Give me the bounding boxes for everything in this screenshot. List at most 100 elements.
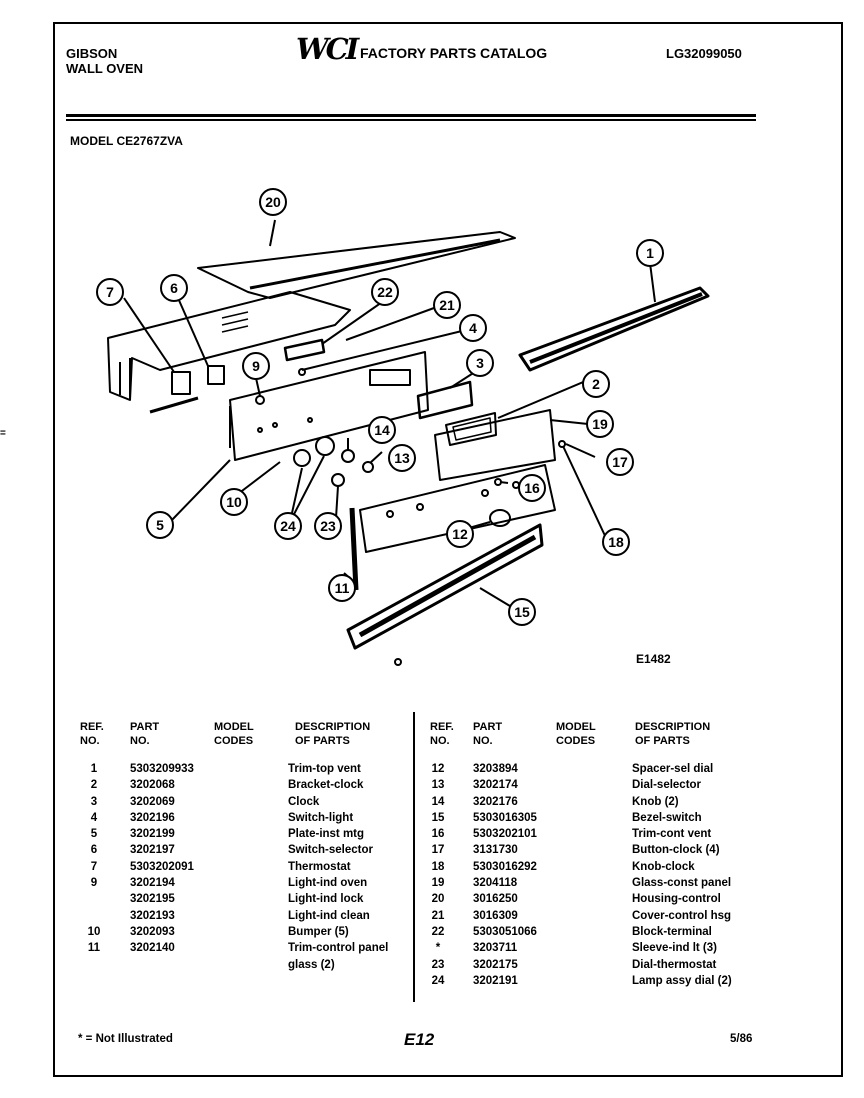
ref-no-cell: 4 bbox=[90, 811, 98, 824]
part-lamp-assy-dial bbox=[293, 449, 311, 467]
svg-text:7: 7 bbox=[106, 284, 114, 300]
part-no-cell: 3204118 bbox=[473, 877, 518, 890]
ref-no-cell: 12 bbox=[431, 763, 445, 775]
callout-20: 21 bbox=[433, 291, 461, 319]
callout-22: 22 bbox=[371, 278, 399, 306]
ref-no-cell: 10 bbox=[87, 925, 101, 938]
part-no-cell: 3202195 bbox=[130, 893, 175, 906]
part-button-clock bbox=[558, 440, 566, 448]
ref-no-cell: 18 bbox=[431, 860, 445, 873]
callout-6: 6 bbox=[160, 274, 188, 302]
callout-13: 14 bbox=[368, 416, 396, 444]
description-cell: Switch-light bbox=[288, 811, 354, 824]
part-spacer-sel-dial bbox=[362, 461, 374, 473]
description-cell: Sleeve-ind lt (3) bbox=[632, 942, 717, 955]
description-cell: Switch-selector bbox=[288, 844, 373, 857]
page-frame bbox=[53, 22, 843, 1077]
part-light-ind bbox=[255, 395, 265, 405]
callout-15: 16 bbox=[518, 474, 546, 502]
callout-24: 24 bbox=[274, 512, 302, 540]
callout-16: 17 bbox=[606, 448, 634, 476]
svg-text:14: 14 bbox=[374, 422, 390, 438]
svg-text:2: 2 bbox=[592, 376, 600, 392]
ref-no-cell: 3 bbox=[90, 795, 98, 808]
part-no-cell: 3202193 bbox=[130, 909, 175, 922]
part-no-cell: 3202197 bbox=[130, 844, 175, 857]
part-no-cell: 3203894 bbox=[473, 763, 518, 775]
product-name: WALL OVEN bbox=[66, 61, 144, 76]
part-cover-control-housing bbox=[197, 231, 516, 299]
table-row: 3202193 Light-ind clean bbox=[0, 910, 413, 926]
description-cell: Bezel-switch bbox=[632, 811, 702, 824]
svg-text:16: 16 bbox=[524, 480, 540, 496]
description-cell: Lamp assy dial (2) bbox=[632, 974, 732, 987]
ref-no-cell: 7 bbox=[90, 860, 98, 873]
svg-text:22: 22 bbox=[377, 284, 393, 300]
part-no-cell: 3016309 bbox=[473, 909, 518, 922]
callout-14: 12 bbox=[446, 520, 474, 548]
callout-18: 15 bbox=[508, 598, 536, 626]
part-no-cell: 5303202091 bbox=[130, 860, 194, 873]
part-no-cell: 3202068 bbox=[130, 779, 175, 792]
description-cell: Spacer-sel dial bbox=[632, 763, 714, 775]
drawing-code: E1482 bbox=[636, 652, 671, 666]
part-bracket-clock bbox=[445, 412, 497, 446]
description-cell: Housing-control bbox=[632, 893, 721, 906]
svg-text:5: 5 bbox=[156, 517, 164, 533]
not-illustrated-note: * = Not Illustrated bbox=[78, 1033, 173, 1045]
brand-block: GIBSON WALL OVEN bbox=[66, 46, 143, 76]
part-no-cell: 5303051066 bbox=[473, 925, 537, 938]
callout-7: 7 bbox=[96, 278, 124, 306]
ref-no-cell: 19 bbox=[431, 877, 445, 890]
description-cell: Knob-clock bbox=[632, 860, 695, 873]
description-cell: Cover-control hsg bbox=[632, 909, 732, 922]
wci-logo: WCI bbox=[296, 32, 359, 66]
callout-23: 23 bbox=[314, 512, 342, 540]
svg-text:9: 9 bbox=[252, 358, 260, 374]
header-ref-no: REF.NO. bbox=[80, 721, 104, 747]
callout-17: 18 bbox=[602, 528, 630, 556]
part-glass-const-panel bbox=[434, 409, 556, 481]
ref-no-cell: 2 bbox=[90, 779, 98, 792]
part-trim-control-panel-glass bbox=[359, 464, 556, 553]
description-cell: Plate-inst mtg bbox=[288, 828, 365, 841]
svg-text:12: 12 bbox=[452, 526, 468, 542]
svg-text:4: 4 bbox=[469, 320, 477, 336]
exploded-parts-diagram: 20 1 7 6 22 21 4 3 9 2 19 14 13 17 16 10… bbox=[96, 188, 710, 666]
part-no-cell: 3202093 bbox=[130, 925, 175, 938]
part-no-cell: 5303016292 bbox=[473, 860, 537, 873]
edge-mark: = bbox=[0, 428, 6, 439]
svg-text:24: 24 bbox=[280, 518, 296, 534]
description-cell: Light-ind clean bbox=[288, 909, 370, 922]
callout-1: 1 bbox=[636, 239, 664, 267]
table-row: 18 5303016292 Knob-clock bbox=[0, 861, 864, 877]
ref-no-cell: 9 bbox=[90, 877, 98, 890]
callout-11: 11 bbox=[328, 574, 356, 602]
ref-no-cell: 20 bbox=[431, 893, 445, 906]
date-code: 5/86 bbox=[730, 1033, 753, 1045]
description-cell: Block-terminal bbox=[632, 925, 712, 938]
description-cell: glass (2) bbox=[288, 958, 335, 971]
part-no-cell: 3202199 bbox=[130, 828, 175, 841]
svg-text:13: 13 bbox=[394, 450, 410, 466]
ref-no-cell: 13 bbox=[431, 779, 445, 792]
table-row: glass (2) bbox=[0, 959, 413, 975]
ref-no-cell: 21 bbox=[431, 909, 445, 922]
part-trim-top-vent bbox=[518, 286, 710, 372]
part-dial-thermostat bbox=[331, 473, 345, 487]
part-thermostat bbox=[171, 371, 191, 395]
description-cell: Bracket-clock bbox=[288, 779, 364, 792]
